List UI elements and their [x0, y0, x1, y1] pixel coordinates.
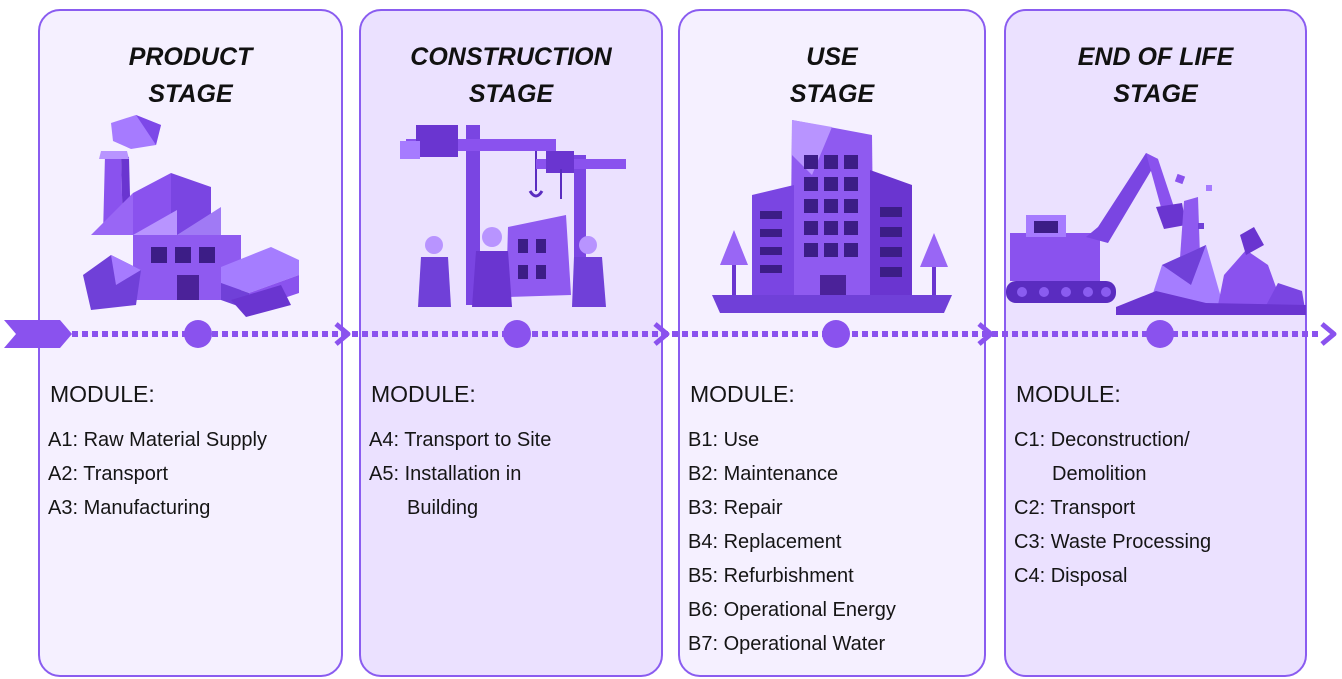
stage-title: CONSTRUCTION STAGE	[410, 43, 612, 108]
module-item: A2: Transport	[48, 463, 169, 485]
chevron-right-icon	[1320, 322, 1337, 346]
stage-marker	[503, 320, 531, 348]
module-item: B1: Use	[688, 429, 760, 451]
module-item: B4: Replacement	[688, 531, 842, 553]
factory-icon	[82, 115, 299, 317]
module-list: A1: Raw Material Supply A2: Transport A3…	[48, 423, 337, 525]
module-item: C4: Disposal	[1014, 565, 1128, 587]
module-heading: MODULE:	[50, 381, 155, 407]
stage-card-end-of-life: END OF LIFE STAGE MODULE: C1: Deconstruc…	[1004, 9, 1307, 677]
construction-site-icon	[400, 125, 626, 307]
chevron-right-icon	[653, 322, 670, 346]
stage-marker	[184, 320, 212, 348]
module-heading: MODULE:	[371, 381, 476, 407]
module-item: C1: Deconstruction/Demolition	[1014, 429, 1190, 485]
stage-title: USE STAGE	[789, 43, 875, 108]
timeline-connector	[4, 320, 1337, 348]
module-item: C3: Waste Processing	[1014, 531, 1212, 553]
module-list: C1: Deconstruction/Demolition C2: Transp…	[1014, 423, 1301, 593]
stage-marker	[822, 320, 850, 348]
module-item: B6: Operational Energy	[688, 599, 896, 621]
module-item: A1: Raw Material Supply	[48, 429, 268, 451]
module-item: A4: Transport to Site	[369, 429, 552, 451]
stage-card-use: USE STAGE MODULE: B1: Use B2: Maintenanc…	[678, 9, 986, 677]
module-item: B7: Operational Water	[688, 633, 886, 655]
module-item: A3: Manufacturing	[48, 497, 211, 519]
module-heading: MODULE:	[690, 381, 795, 407]
module-item: C2: Transport	[1014, 497, 1136, 519]
building-icon	[712, 120, 952, 313]
module-list: A4: Transport to Site A5: Installation i…	[369, 423, 657, 525]
module-list: B1: Use B2: Maintenance B3: Repair B4: R…	[688, 423, 980, 661]
module-item: B2: Maintenance	[688, 463, 839, 485]
stage-title: END OF LIFE STAGE	[1077, 43, 1234, 108]
module-item: B3: Repair	[688, 497, 783, 519]
start-arrow-icon	[4, 320, 72, 348]
module-item: B5: Refurbishment	[688, 565, 854, 587]
stage-marker	[1146, 320, 1174, 348]
demolition-excavator-icon	[1005, 153, 1306, 315]
stage-card-product: PRODUCT STAGE MODULE: A1: Raw Material S…	[38, 9, 343, 677]
stage-title: PRODUCT STAGE	[128, 43, 253, 108]
module-heading: MODULE:	[1016, 381, 1121, 407]
chevron-right-icon	[334, 322, 351, 346]
chevron-right-icon	[977, 322, 994, 346]
